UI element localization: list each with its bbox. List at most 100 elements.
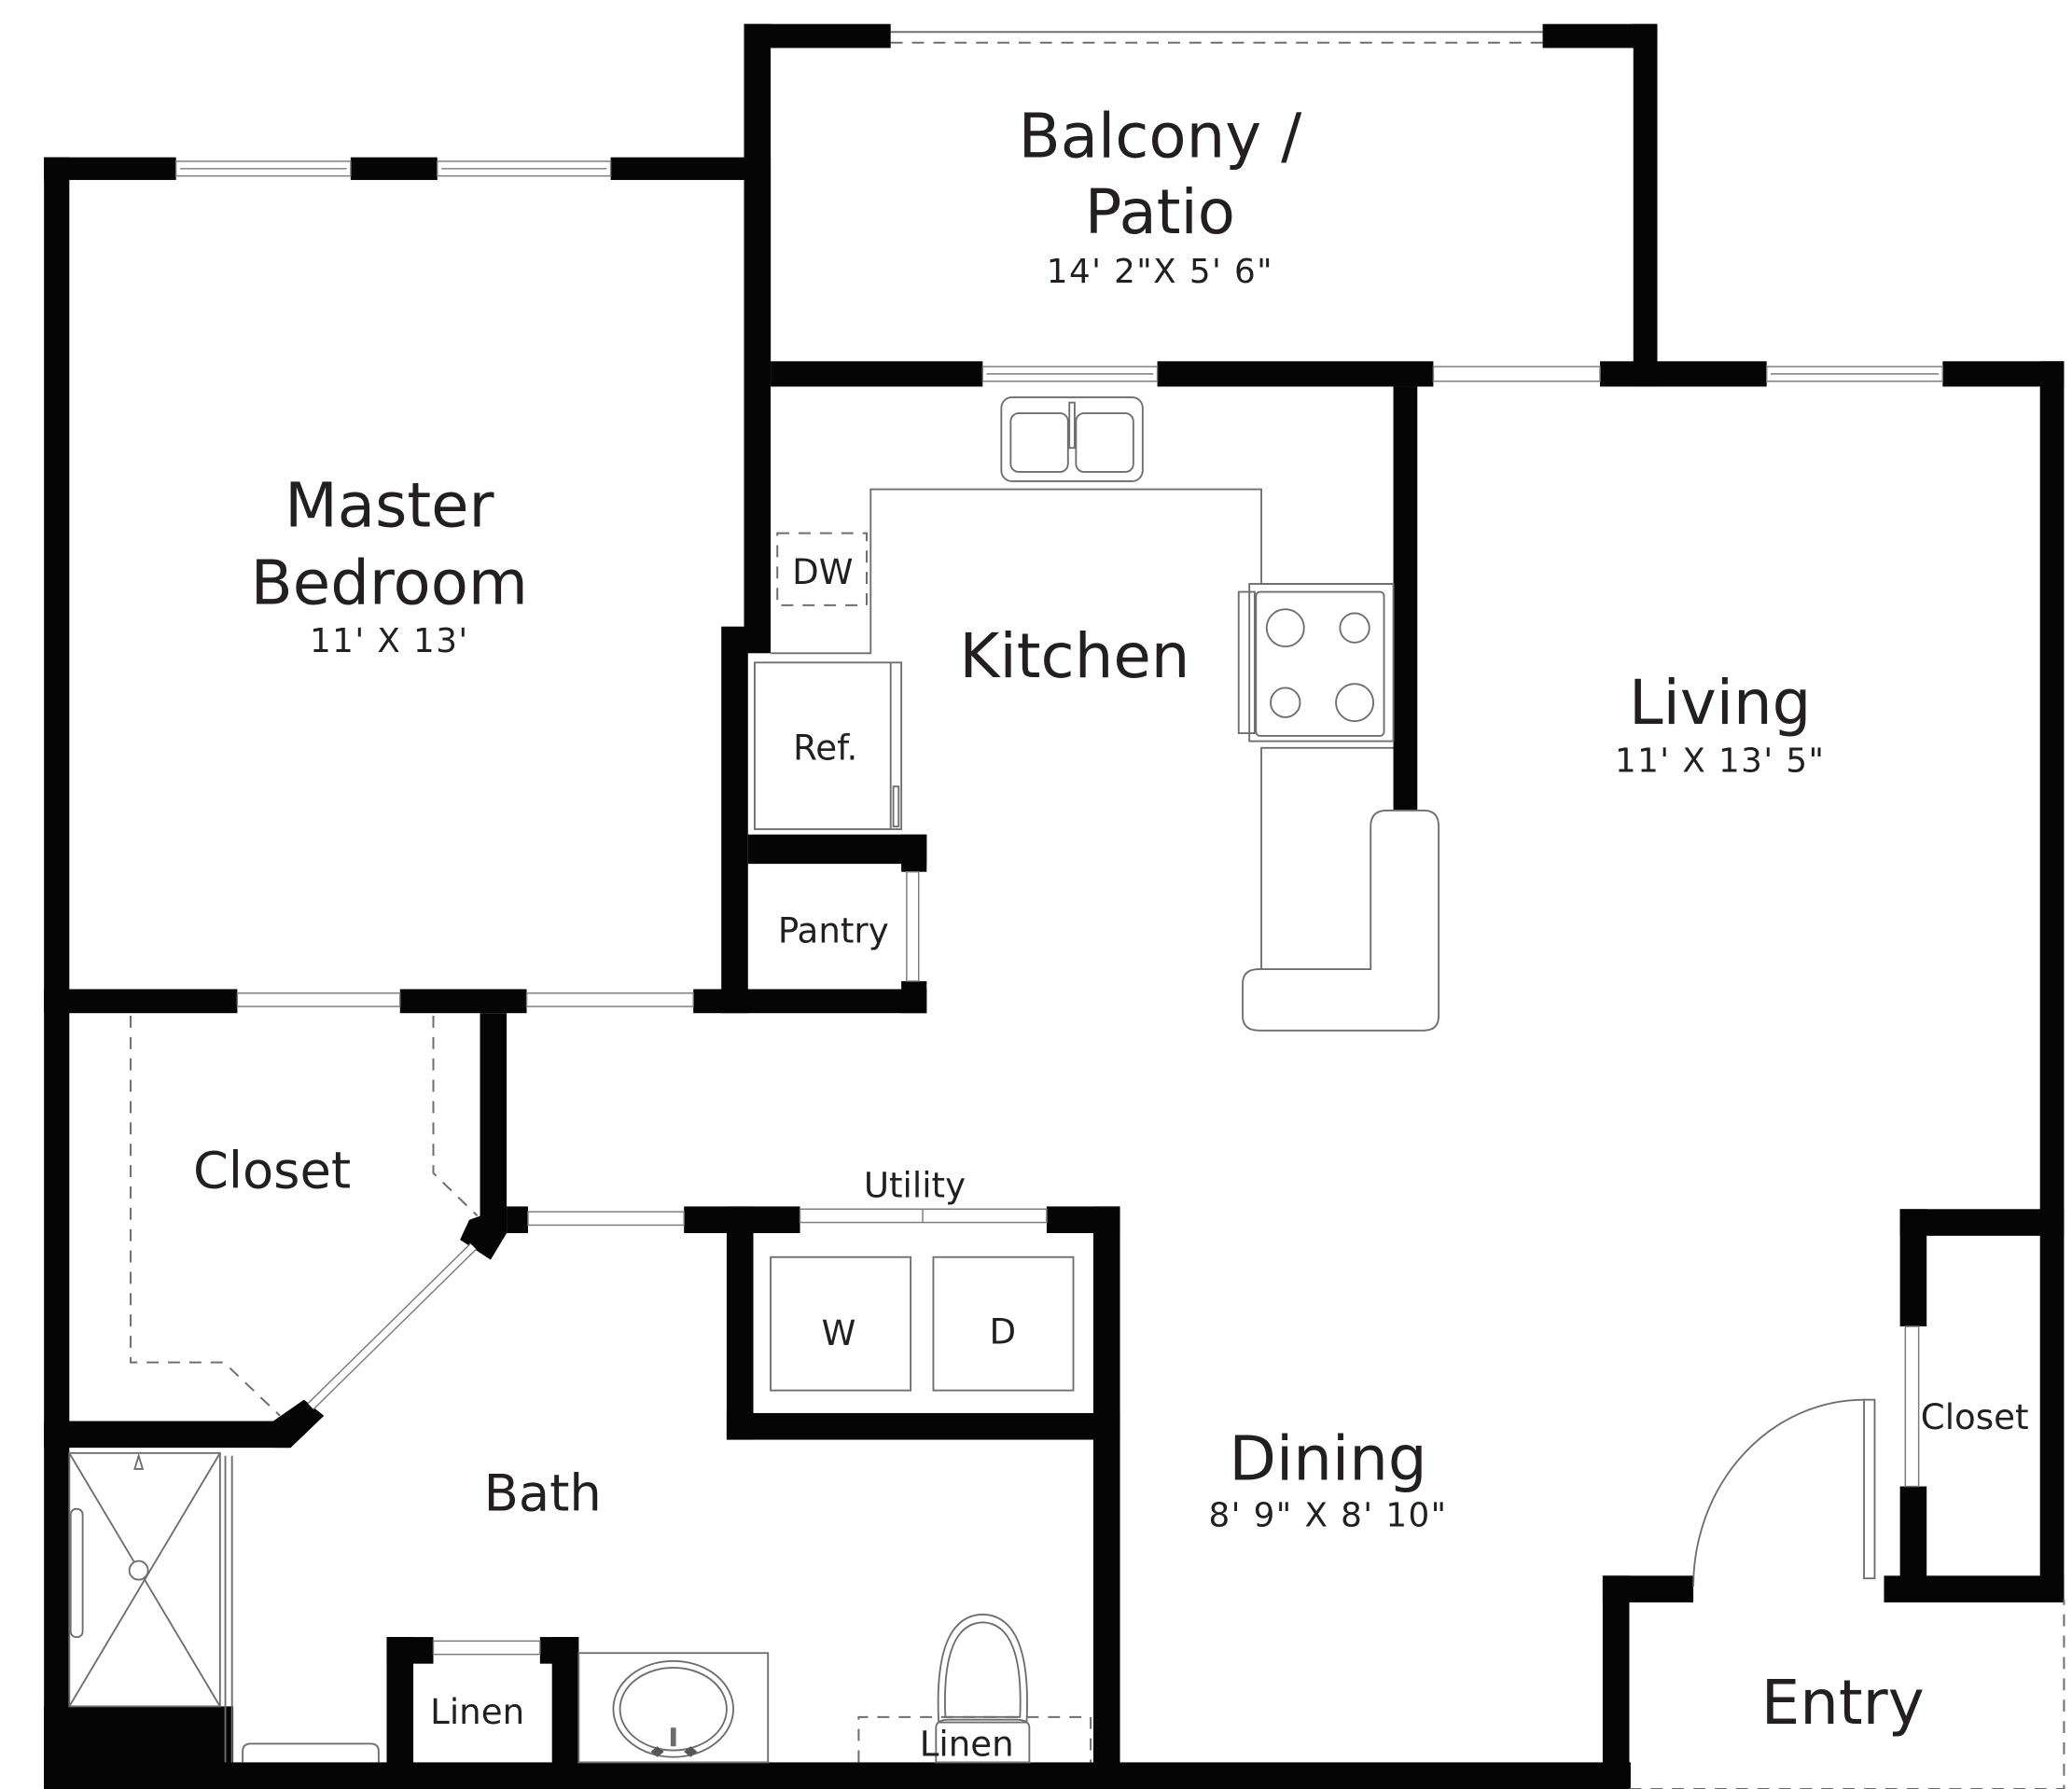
wall-bedroom-right-lower: [721, 626, 748, 1014]
shower-drain: [128, 1560, 149, 1581]
wall-entry-left: [1602, 1575, 1630, 1789]
wall-left-outer: [44, 157, 70, 1789]
dashed-outlines: [130, 1016, 2065, 1789]
wall-pantry-post: [901, 980, 927, 1014]
room-label-living: Living: [1629, 667, 1811, 739]
utility-fixtures: [770, 1255, 1075, 1392]
wall-bottom-outer: [44, 1762, 1631, 1789]
washer: [770, 1255, 912, 1392]
room-label-closet: Closet: [193, 1141, 351, 1200]
wall-bedroom-top: [44, 157, 176, 180]
bath-fixtures: [68, 1451, 1092, 1764]
door-entry[interactable]: [1863, 1398, 1876, 1580]
wall-bedroom-right: [744, 179, 772, 654]
room-label-entry: Entry: [1761, 1667, 1925, 1739]
door-bedroom[interactable]: [525, 992, 694, 1007]
sink: [1000, 395, 1144, 482]
burner: [1265, 608, 1305, 648]
room-label-bath: Bath: [484, 1463, 602, 1522]
linen-shelf: [857, 1715, 1092, 1763]
wall-bedroom-top: [350, 157, 438, 180]
wall-entry-top: [1602, 1575, 1694, 1602]
closet-shelf-left: [130, 1016, 281, 1417]
door-linen[interactable]: [432, 1640, 541, 1656]
room-dim-living: 11' X 13' 5": [1615, 742, 1825, 781]
shower-base: [44, 1706, 234, 1789]
sink-basin: [612, 1659, 734, 1758]
grab-bar: [69, 1507, 84, 1638]
room-label-linen-2: Linen: [920, 1724, 1014, 1764]
grab-bar-floor: [242, 1742, 380, 1763]
door-entry-swing: [1692, 1398, 1867, 1587]
door-entry-closet[interactable]: [1904, 1325, 1920, 1488]
wall-balcony-right: [1633, 23, 1658, 387]
labels: Balcony / Patio 14' 2"X 5' 6" Master Bed…: [193, 101, 2029, 1765]
closet-shelf-right: [432, 1016, 479, 1217]
fixture-label-dryer: D: [989, 1312, 1016, 1352]
window-living-1: [1432, 366, 1601, 382]
room-label-dining: Dining: [1229, 1422, 1426, 1494]
room-dim-dining: 8' 9" X 8' 10": [1208, 1496, 1447, 1534]
burner: [1335, 683, 1375, 723]
counter-right: [1260, 746, 1394, 970]
room-dim-balcony: 14' 2"X 5' 6": [1047, 253, 1273, 291]
wall-kitchen-top: [771, 361, 983, 387]
wall-bedroom-bottom: [399, 989, 527, 1014]
room-dim-bedroom: 11' X 13': [310, 622, 469, 660]
wall-linen-right: [551, 1637, 579, 1789]
door-hall[interactable]: [527, 1211, 685, 1227]
wall-pantry-post: [901, 834, 927, 872]
wall-closet-corner-bottom: [272, 1399, 325, 1449]
fixture-label-washer: W: [822, 1313, 856, 1353]
entry-boundary: [1629, 1600, 2065, 1789]
wall-entry-closet-left: [1899, 1486, 1927, 1593]
wall-entry-closet-top: [1899, 1209, 2065, 1236]
dryer: [932, 1255, 1075, 1392]
stove: [1248, 583, 1395, 742]
room-label-patio: Patio: [1085, 176, 1235, 248]
wall-linen-top: [386, 1637, 434, 1664]
wall-bedroom-bottom: [44, 989, 238, 1014]
room-label-balcony: Balcony /: [1019, 101, 1302, 173]
wall-entry-closet-left: [1899, 1209, 1927, 1327]
wall-pantry-bottom: [693, 989, 927, 1014]
wall-pantry-top: [747, 834, 927, 865]
dishwasher: [776, 532, 868, 606]
fixture-label-refrigerator: Ref.: [793, 728, 857, 769]
wall-utility-bottom: [726, 1412, 1120, 1440]
refrigerator: [754, 661, 903, 830]
room-label-bedroom: Bedroom: [251, 547, 528, 618]
wall-closet-right: [480, 1013, 508, 1227]
wall-bath-right: [1092, 1206, 1120, 1789]
wall-kitchen-living: [1393, 386, 1418, 811]
room-label-kitchen: Kitchen: [959, 620, 1189, 692]
toilet-bowl: [937, 1613, 1028, 1724]
wall-right-outer: [2039, 361, 2065, 1601]
door-pantry[interactable]: [906, 870, 920, 982]
shower: [68, 1451, 221, 1708]
room-label-utility: Utility: [864, 1165, 966, 1205]
wall-living-top: [1600, 361, 1767, 387]
wall-balcony-top: [744, 23, 891, 49]
doors: [236, 870, 1920, 1656]
room-label-entry-closet: Closet: [1921, 1397, 2029, 1437]
fixture-label-dishwasher: DW: [792, 552, 853, 592]
windows: [174, 31, 1944, 382]
room-label-pantry: Pantry: [778, 910, 889, 950]
wall-utility-left: [726, 1206, 754, 1440]
burner: [1339, 612, 1370, 644]
burner: [1270, 686, 1301, 718]
shower-head: [133, 1452, 145, 1470]
vanity: [577, 1652, 770, 1764]
wall-closet-bottom: [44, 1421, 291, 1449]
door-closet-bifold[interactable]: [236, 992, 401, 1007]
room-label-linen: Linen: [430, 1692, 524, 1732]
walls: [44, 23, 2065, 1789]
wall-hall: [507, 1206, 528, 1234]
stove-handle: [1237, 590, 1256, 734]
room-label-master: Master: [285, 470, 494, 542]
breakfast-bar: [1242, 810, 1440, 1032]
wall-kitchen-top: [1157, 361, 1434, 387]
kitchen-fixtures: [754, 395, 1440, 1032]
